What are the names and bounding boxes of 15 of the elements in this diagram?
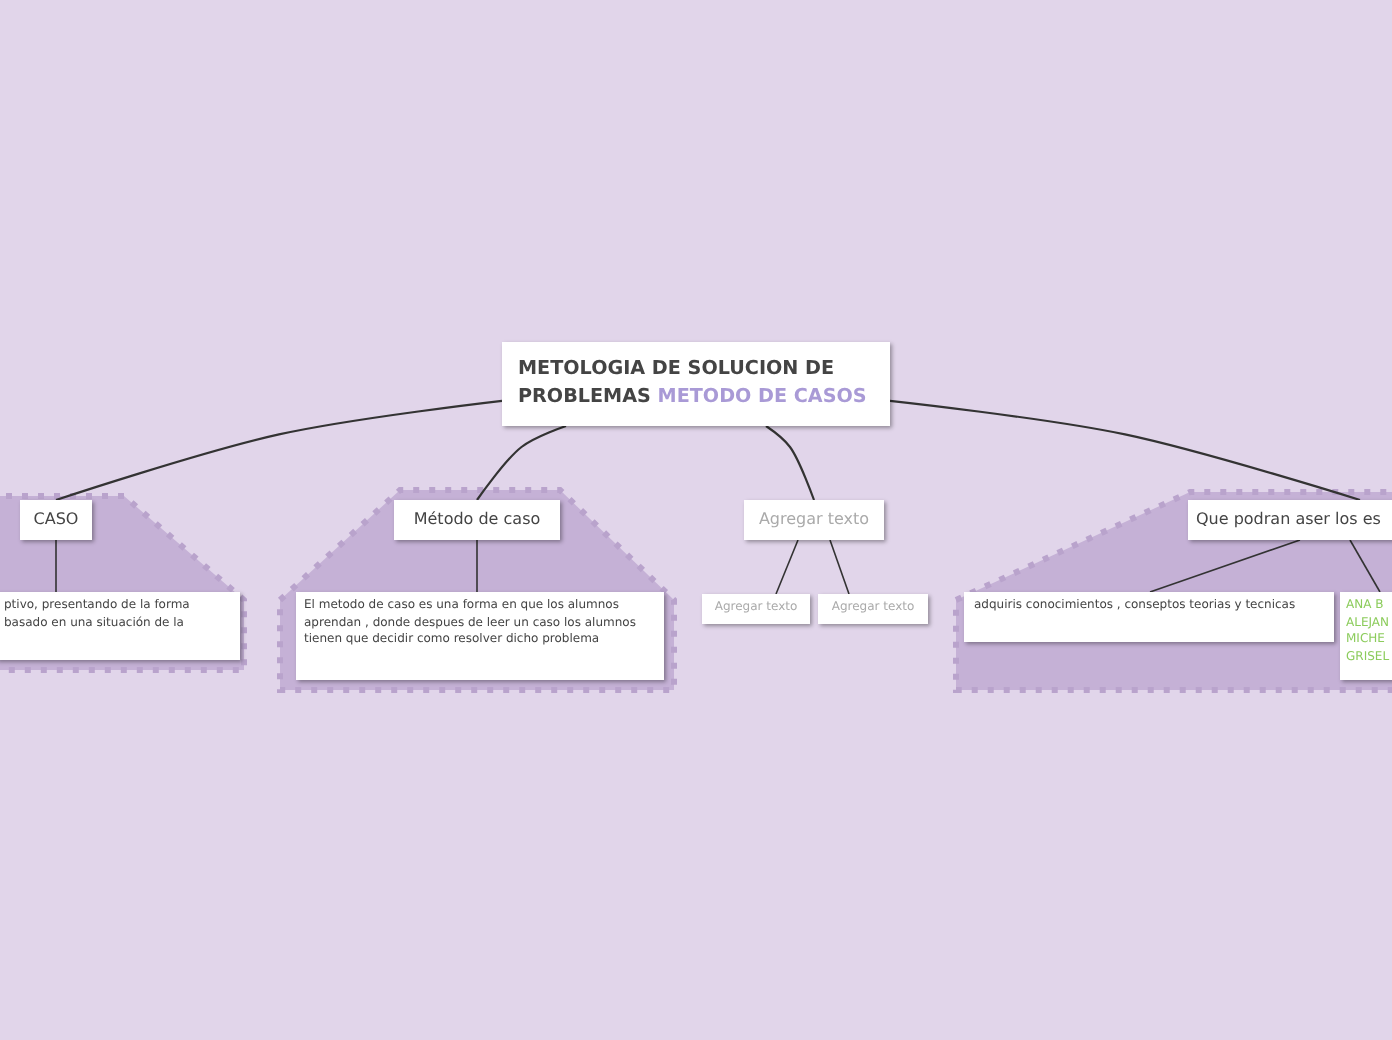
connector-line: [889, 399, 1361, 502]
topic-box: CASO: [20, 500, 92, 540]
connector-line: [829, 539, 850, 595]
connector-line: [55, 539, 57, 593]
connector-line: [476, 424, 567, 501]
topic-box: Agregar texto: [744, 500, 884, 540]
connector-line: [55, 399, 503, 502]
connector-line: [775, 539, 799, 595]
connector-line: [765, 425, 816, 501]
topic-box: Método de caso: [394, 500, 560, 540]
connector-line: [1349, 539, 1381, 593]
connector-line: [476, 539, 478, 593]
topic-box: Que podran aser los es: [1188, 500, 1392, 540]
connector-line: [1149, 539, 1301, 593]
central-topic-box: METOLOGIA DE SOLUCION DE PROBLEMAS METODO DE CASOS: [502, 342, 890, 426]
